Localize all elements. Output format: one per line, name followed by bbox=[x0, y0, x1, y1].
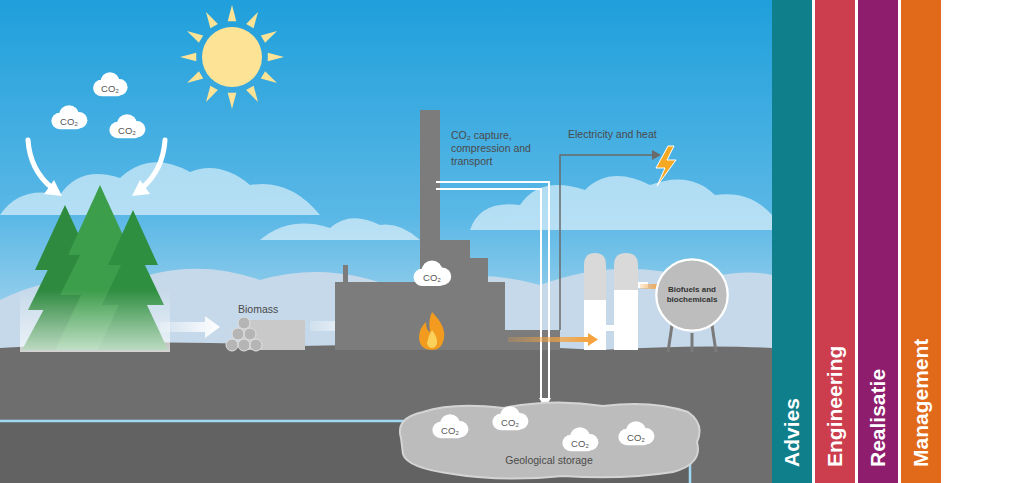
co2-cloud: CO₂ bbox=[613, 419, 659, 449]
co2-pipe bbox=[436, 182, 549, 398]
lightning bbox=[656, 146, 676, 186]
absorption-arrows bbox=[28, 140, 165, 188]
co2-cloud: CO₂ bbox=[46, 103, 92, 133]
power-plant bbox=[335, 110, 560, 350]
cloud-label: CO₂ bbox=[60, 116, 78, 127]
band-label: Advies bbox=[779, 398, 805, 467]
sky bbox=[0, 0, 772, 483]
tank-label: Biofuels and biochemicals bbox=[664, 285, 720, 305]
product-tank: Biofuels and biochemicals bbox=[654, 257, 730, 333]
co2-cloud: CO₂ bbox=[408, 258, 456, 290]
band-label: Management bbox=[908, 339, 934, 467]
cloud-label: CO₂ bbox=[571, 438, 589, 449]
band-label: Realisatie bbox=[865, 369, 891, 467]
co2-cloud: CO₂ bbox=[557, 425, 603, 455]
storage-label: Geological storage bbox=[393, 454, 705, 466]
diagram-label: Biomass bbox=[238, 303, 308, 316]
biomass-logs bbox=[226, 317, 305, 351]
co2-cloud: CO₂ bbox=[88, 70, 132, 100]
sun bbox=[180, 5, 284, 109]
cloud-label: CO₂ bbox=[118, 125, 136, 136]
electricity-arrow-head bbox=[652, 150, 661, 160]
co2-cloud: CO₂ bbox=[104, 112, 150, 142]
flame bbox=[419, 312, 444, 350]
node-shape bbox=[393, 398, 705, 480]
co2-cloud: CO₂ bbox=[487, 404, 533, 434]
service-band: Realisatie bbox=[858, 0, 898, 483]
cloud-label: CO₂ bbox=[101, 83, 119, 94]
trees bbox=[20, 185, 170, 352]
diagram-label: CO₂ capture, compression and transport bbox=[451, 129, 543, 168]
co2-cloud: CO₂ bbox=[427, 412, 473, 442]
diagram-label: Electricity and heat bbox=[568, 128, 688, 141]
cloud-label: CO₂ bbox=[627, 432, 645, 443]
service-band: Engineering bbox=[815, 0, 855, 483]
cloud-label: CO₂ bbox=[423, 272, 441, 283]
band-label: Engineering bbox=[822, 346, 848, 467]
product-arrows bbox=[508, 280, 670, 346]
storage-reservoir: Geological storage CO₂ CO₂ CO₂ CO₂ bbox=[393, 398, 705, 480]
cloud-label: CO₂ bbox=[441, 425, 459, 436]
ground bbox=[0, 342, 772, 483]
cloud-label: CO₂ bbox=[501, 417, 519, 428]
service-band: Advies bbox=[772, 0, 812, 483]
service-band: Management bbox=[901, 0, 941, 483]
